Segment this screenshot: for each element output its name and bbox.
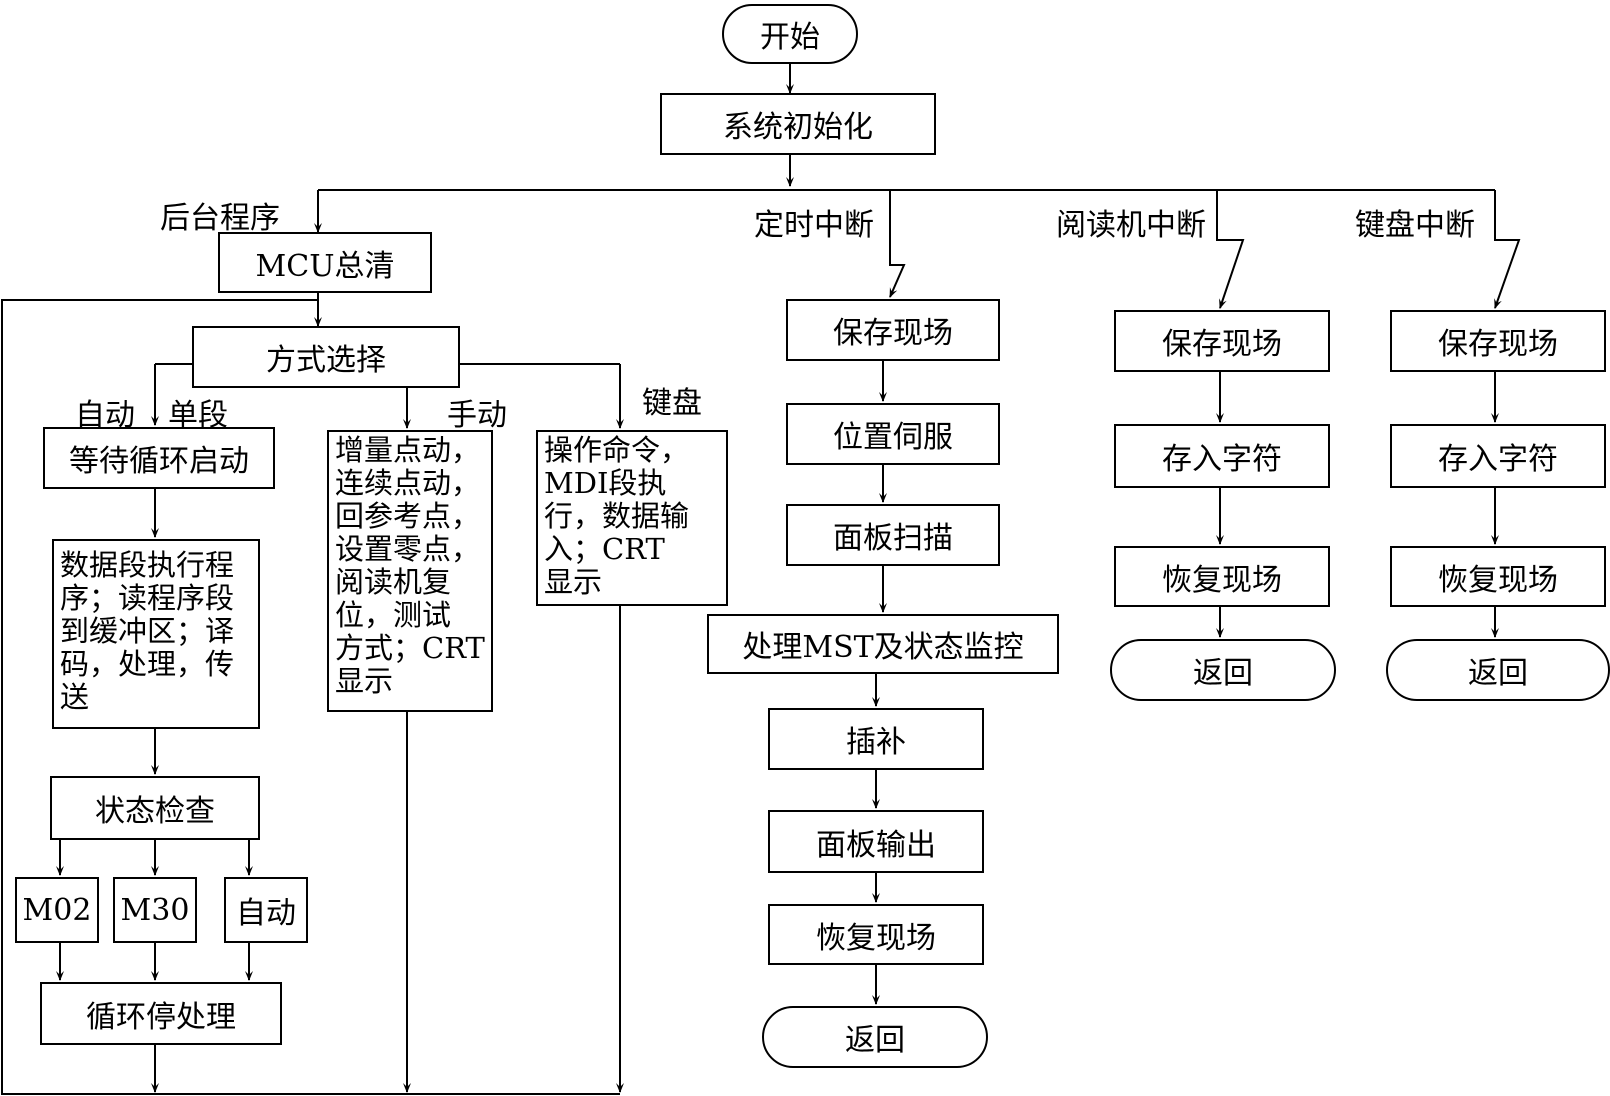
- timer-restore-box: 恢复现场: [768, 904, 984, 965]
- arrow-kbdint-save: [1494, 190, 1521, 309]
- kbd-restore-box: 恢复现场: [1390, 546, 1606, 607]
- position-servo-box: 位置伺服: [786, 403, 1000, 465]
- reader-save-box: 保存现场: [1114, 310, 1330, 372]
- reader-store-box: 存入字符: [1114, 424, 1330, 488]
- auto-box: 自动: [224, 877, 308, 943]
- keyboard-ops-box: 操作命令， MDI段执 行，数据输 入；CRT 显示: [536, 430, 728, 606]
- label-keyboard: 键盘: [642, 386, 702, 421]
- wait-cycle-start-box: 等待循环启动: [43, 427, 275, 489]
- reader-return-terminal: 返回: [1110, 639, 1336, 701]
- kbd-store-box: 存入字符: [1390, 424, 1606, 488]
- label-reader-interrupt: 阅读机中断: [1056, 208, 1206, 243]
- label-manual: 手动: [447, 398, 507, 433]
- cycle-stop-box: 循环停处理: [40, 982, 282, 1045]
- mst-monitor-box: 处理MST及状态监控: [707, 614, 1059, 674]
- loop-return-line: [1, 299, 620, 1095]
- arrow-timer-save: [889, 190, 906, 298]
- m30-box: M30: [113, 877, 197, 943]
- timer-save-box: 保存现场: [786, 299, 1000, 361]
- timer-return-terminal: 返回: [762, 1006, 988, 1068]
- exec-data-segment-box: 数据段执行程 序；读程序段 到缓冲区；译 码，处理，传 送: [52, 539, 260, 729]
- status-check-box: 状态检查: [50, 776, 260, 840]
- panel-scan-box: 面板扫描: [786, 504, 1000, 566]
- panel-output-box: 面板输出: [768, 810, 984, 873]
- label-background: 后台程序: [160, 201, 280, 236]
- manual-ops-box: 增量点动， 连续点动， 回参考点， 设置零点， 阅读机复 位，测试 方式；CRT…: [327, 430, 493, 712]
- mode-select-box: 方式选择: [192, 326, 460, 388]
- interpolation-box: 插补: [768, 708, 984, 770]
- start-terminal: 开始: [722, 4, 858, 64]
- label-keyboard-interrupt: 键盘中断: [1355, 208, 1475, 243]
- kbd-save-box: 保存现场: [1390, 310, 1606, 372]
- reader-restore-box: 恢复现场: [1114, 546, 1330, 607]
- label-timer-interrupt: 定时中断: [754, 208, 874, 243]
- kbd-return-terminal: 返回: [1386, 639, 1610, 701]
- system-init-box: 系统初始化: [660, 93, 936, 155]
- arrow-reader-save: [1216, 190, 1245, 309]
- m02-box: M02: [15, 877, 99, 943]
- mcu-clear-box: MCU总清: [218, 232, 432, 293]
